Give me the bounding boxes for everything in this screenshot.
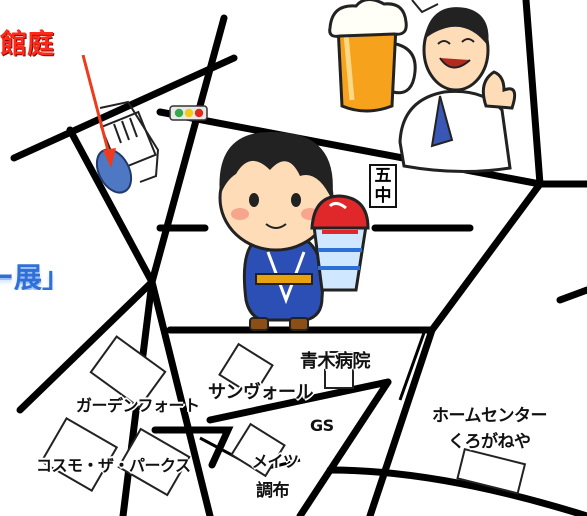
gas-station-label: GS [310, 416, 334, 435]
mates-label-line2: 調布 [256, 481, 290, 501]
road-north-east-vertical [522, 0, 544, 188]
garden-fort-label: ガーデンフォート [76, 396, 200, 415]
road-southeast-curve [326, 466, 587, 516]
gochu-label-line2: 中 [374, 186, 392, 206]
businessman-icon [398, 0, 517, 174]
road-west-to-banner [66, 126, 156, 286]
destination-marker[interactable] [90, 144, 138, 199]
pavilion-outline [99, 100, 160, 183]
cosmo-the-parks-label: コスモ・ザ・パークス [36, 456, 191, 475]
building-mates [230, 422, 286, 478]
building-aoki-hospital [324, 351, 354, 389]
road-southeast-2 [556, 286, 587, 304]
building-garden-fort [89, 335, 167, 409]
buildings [40, 110, 527, 497]
road-main-south [148, 278, 214, 516]
exhibition-banner: ー展」 [0, 256, 110, 290]
home-center-label-line1: ホームセンター [432, 406, 548, 426]
exhibition-banner-text: ー展」 [0, 261, 71, 290]
road-northwest-diagonal [10, 54, 238, 162]
traffic-light-icon [169, 105, 208, 121]
aoki-hospital-label: 青木病院 [300, 351, 371, 372]
home-center-label-line2: くろがねや [448, 432, 531, 452]
beer-mug-icon [328, 0, 417, 113]
road-gs-diagonal [296, 378, 392, 516]
building-sanvoir [218, 342, 274, 398]
shaved-ice-icon [310, 194, 370, 292]
road-sanvoir-lower [206, 378, 392, 424]
building-cosmo-2 [117, 427, 191, 497]
pavilion-stripes [113, 117, 138, 144]
road-southwest [16, 278, 156, 414]
road-thin-right [398, 329, 427, 401]
gochu-label-line1: 五 [374, 166, 392, 186]
pointer-arrow [81, 54, 116, 168]
building-home-center [456, 448, 527, 495]
mates-label-line1: メイツ [252, 452, 299, 471]
road-bottom-left [151, 426, 234, 469]
building-cosmo-1 [40, 416, 119, 493]
road-east-diagonal [366, 180, 544, 516]
destination-title: 館庭 [0, 29, 54, 60]
sanvoir-label: サンヴォール [208, 382, 314, 403]
gochu-school-label: 五 中 [369, 164, 397, 208]
